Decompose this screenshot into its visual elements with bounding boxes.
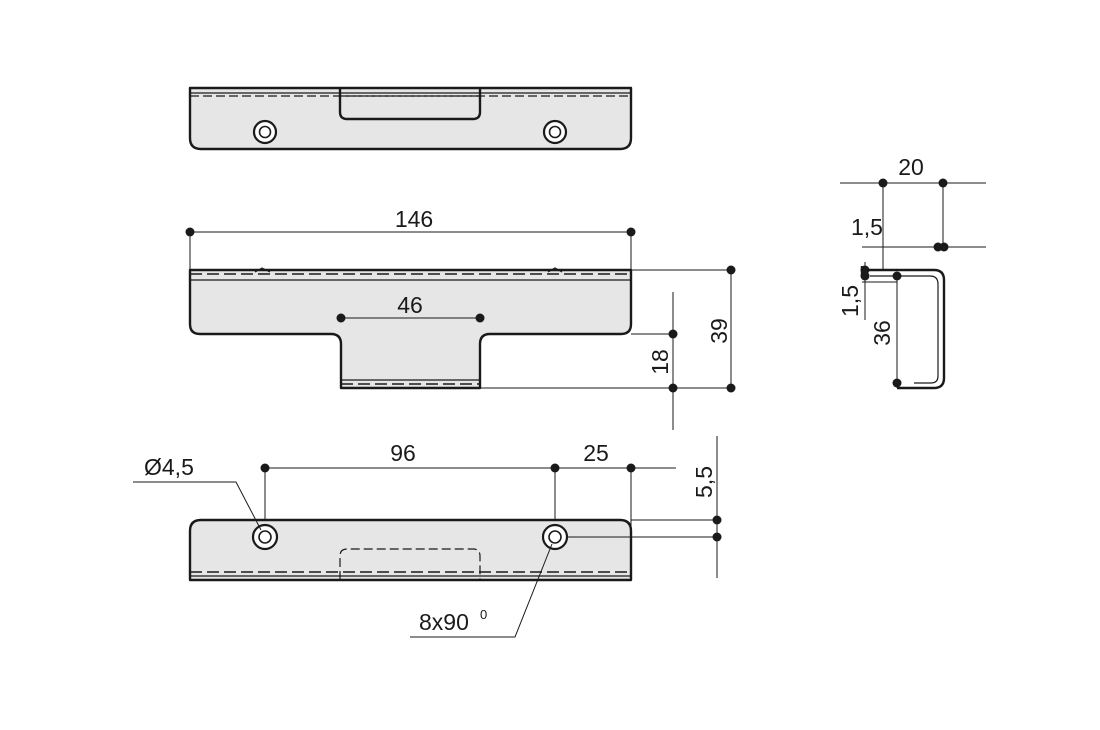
front-view-outline [188,268,633,390]
top-view-recess [338,88,482,121]
dim-20: 20 [840,154,986,270]
dim-25-label: 25 [583,440,609,466]
dim-36-label: 36 [869,320,895,346]
bottom-view: 96 25 5,5 Ø4,5 8x90 0 [133,436,722,638]
dim-1-5-top-label: 1,5 [851,214,883,240]
leader-countersink: 8x90 0 [410,543,553,638]
dim-36: 36 [869,271,902,388]
profile-inner-wall [870,275,939,384]
front-view: 146 46 39 18 [185,206,736,430]
dim-5-5: 5,5 [567,436,722,578]
profile-outline [862,268,946,390]
dim-1-5-side: 1,5 [837,262,870,320]
dim-146: 146 [185,206,636,270]
bottom-view-hole-right [541,523,569,551]
bottom-view-hole-left [251,523,279,551]
dim-5-5-label: 5,5 [691,466,717,498]
dim-18-label: 18 [647,349,673,375]
dim-18: 18 [631,292,678,430]
top-view-hole-left [252,119,278,145]
dim-39: 39 [480,265,736,393]
dim-146-label: 146 [395,206,433,232]
dim-39-label: 39 [706,318,732,344]
dim-1-5-top: 1,5 [851,214,986,252]
leader-hole-diameter: Ø4,5 [133,454,262,531]
dim-46: 46 [336,292,485,323]
hole-diameter-label: Ø4,5 [144,454,194,480]
top-view-hole-right [542,119,568,145]
dim-96-label: 96 [390,440,416,466]
dim-1-5-side-label: 1,5 [837,285,863,317]
dim-96-25: 96 25 [260,440,676,580]
countersink-label: 8x90 [419,609,469,635]
side-profile-view: 20 1,5 1,5 36 [837,154,986,390]
countersink-degree-sup: 0 [480,607,487,622]
dim-46-label: 46 [397,292,423,318]
top-view [188,86,633,151]
front-view-notch-marks [254,267,563,273]
bottom-view-recess-hidden [339,548,481,580]
dim-20-label: 20 [898,154,924,180]
